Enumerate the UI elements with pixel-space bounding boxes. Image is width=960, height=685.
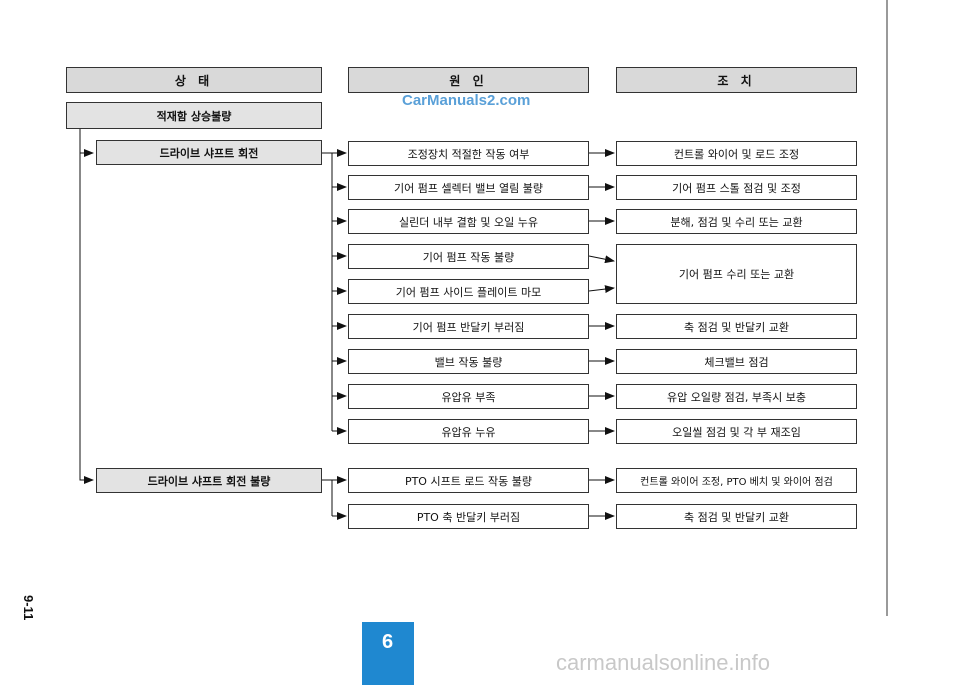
action-box: 유압 오일량 점검, 부족시 보충 (616, 384, 857, 409)
action-box: 오일씰 점검 및 각 부 재조임 (616, 419, 857, 444)
cause-box: 기어 펌프 셀렉터 밸브 열림 불량 (348, 175, 589, 200)
chapter-tab: 9 (362, 622, 414, 685)
cause-box: 실린더 내부 결함 및 오일 누유 (348, 209, 589, 234)
cause-box: 조정장치 적절한 작동 여부 (348, 141, 589, 166)
action-box: 축 점검 및 반달키 교환 (616, 314, 857, 339)
main-state-box: 적재함 상승불량 (66, 102, 322, 129)
action-box: 체크밸브 점검 (616, 349, 857, 374)
action-box: 기어 펌프 수리 또는 교환 (616, 244, 857, 304)
state-box: 드라이브 샤프트 회전 (96, 140, 322, 165)
action-box: 컨트롤 와이어 및 로드 조정 (616, 141, 857, 166)
header-cause: 원 인 (348, 67, 589, 93)
cause-box: 밸브 작동 불량 (348, 349, 589, 374)
header-state: 상 태 (66, 67, 322, 93)
cause-box: 유압유 부족 (348, 384, 589, 409)
watermark: CarManuals2.com (402, 92, 531, 109)
action-box: 컨트롤 와이어 조정, PTO 베치 및 와이어 점검 (616, 468, 857, 493)
action-box: 분해, 점검 및 수리 또는 교환 (616, 209, 857, 234)
header-action: 조 치 (616, 67, 857, 93)
cause-box: PTO 축 반달키 부러짐 (348, 504, 589, 529)
cause-box: 기어 펌프 반달키 부러짐 (348, 314, 589, 339)
cause-box: 유압유 누유 (348, 419, 589, 444)
footer-watermark: carmanualsonline.info (556, 650, 771, 675)
margin-rule (886, 0, 888, 616)
action-box: 축 점검 및 반달키 교환 (616, 504, 857, 529)
cause-box: PTO 시프트 로드 작동 불량 (348, 468, 589, 493)
cause-box: 기어 펌프 작동 불량 (348, 244, 589, 269)
cause-box: 기어 펌프 사이드 플레이트 마모 (348, 279, 589, 304)
page-number: 9-11 (21, 595, 36, 621)
action-box: 기어 펌프 스톨 점검 및 조정 (616, 175, 857, 200)
chapter-number: 9 (382, 629, 394, 651)
state-box: 드라이브 샤프트 회전 불량 (96, 468, 322, 493)
